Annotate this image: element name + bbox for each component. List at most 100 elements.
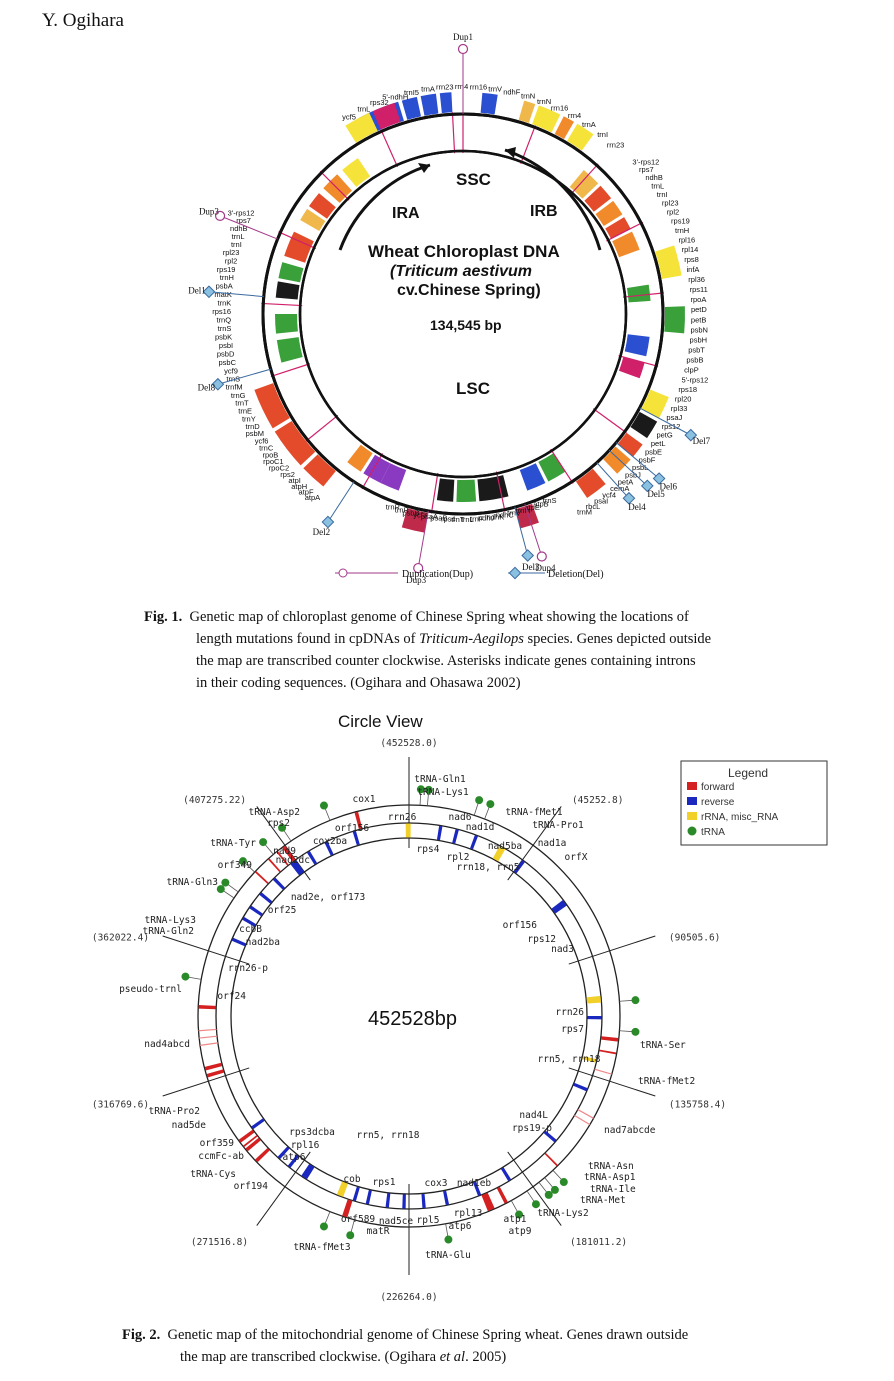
cp-legend-dup: Duplication(Dup) xyxy=(402,569,473,580)
cp-gene-label: ndhJ xyxy=(478,514,495,523)
mt-position-tick xyxy=(162,1067,250,1097)
cp-gene-label: atpH xyxy=(291,482,307,491)
cp-legend: Duplication(Dup) Deletion(Del) xyxy=(335,566,604,580)
cp-gene-label: trnD xyxy=(246,422,261,431)
mt-gene-label: tRNA-Ile xyxy=(590,1184,636,1195)
cp-gene-label: atpF xyxy=(299,487,314,496)
mt-trna-dot xyxy=(238,857,247,866)
cp-del-marker xyxy=(321,515,335,529)
mt-gene-label: ccmFc-ab xyxy=(198,1151,244,1162)
cp-dup-marker xyxy=(457,43,469,55)
irb-label: IRB xyxy=(530,203,558,220)
mt-legend-trna: tRNA xyxy=(701,827,725,838)
mt-gene-mark xyxy=(204,1062,223,1071)
cp-gene-block xyxy=(595,200,623,227)
fig2-caption-line2a: the map are transcribed clockwise. (Ogih… xyxy=(180,1349,440,1365)
cp-gene-block xyxy=(641,389,669,419)
cp-center-size: 134,545 bp xyxy=(430,317,502,333)
mt-trna-leader xyxy=(349,1219,355,1236)
cp-gene-label: trnL xyxy=(357,105,370,114)
mt-trna-dot xyxy=(319,1222,328,1231)
cp-center-cultivar: cv.Chinese Spring) xyxy=(397,282,541,299)
cp-gene-block xyxy=(624,334,650,357)
mt-gene-label: matR xyxy=(367,1226,390,1237)
cp-gene-label: ndhF xyxy=(503,87,521,96)
mt-position-tick xyxy=(507,806,562,881)
cp-gene-block xyxy=(655,245,682,280)
mt-gene-label: ccbB xyxy=(239,924,262,935)
mt-gene-mark xyxy=(577,1109,594,1119)
cp-gene-label: 3'-rps12 xyxy=(632,157,659,166)
mt-gene-label: tRNA-Pro1 xyxy=(532,820,584,831)
cp-gene-label: atpA xyxy=(305,493,320,502)
cp-gene-label: rpl23 xyxy=(662,199,679,208)
mt-gene-mark xyxy=(342,1199,353,1218)
cp-gene-label: psbC xyxy=(219,358,237,367)
cp-gene-label: rrn4 xyxy=(455,82,468,91)
cp-gene-block xyxy=(618,356,645,379)
cp-trna-tick xyxy=(278,231,317,250)
cp-gene-label: trnY xyxy=(242,414,256,423)
cp-gene-label: trnK xyxy=(218,299,232,308)
mt-trna-leader xyxy=(619,1030,636,1033)
cp-gene-block xyxy=(363,454,391,483)
mt-trna-leader xyxy=(510,1200,520,1215)
cp-gene-block xyxy=(519,463,546,491)
mt-legend-rrna: rRNA, misc_RNA xyxy=(701,812,779,823)
mt-trna-dot xyxy=(424,785,433,794)
fig2-caption-line1: Genetic map of the mitochondrial genome … xyxy=(167,1327,689,1343)
mt-trna-dot xyxy=(531,1200,540,1209)
cp-trna-tick xyxy=(606,221,644,242)
mt-trna-dot xyxy=(486,800,495,809)
mt-gene-label: orf25 xyxy=(268,905,297,916)
cp-del-marker xyxy=(521,549,535,562)
mt-gene-mark xyxy=(582,1056,597,1063)
cp-marker-label: Del1 xyxy=(188,286,206,296)
cp-gene-label: rbcL xyxy=(586,502,601,511)
cp-del-marker xyxy=(211,377,225,391)
cp-gene-label: rpl14 xyxy=(682,245,699,254)
mt-legend-title: Legend xyxy=(728,766,768,780)
mt-trna-dot xyxy=(559,1178,568,1187)
cp-gene-label: psbI xyxy=(219,341,233,350)
cp-gene-label: matK xyxy=(214,290,232,299)
cp-gene-label: trnI5 xyxy=(404,88,419,97)
mt-gene-label: tRNA-Cys xyxy=(190,1169,236,1180)
mt-position-label: (226264.0) xyxy=(380,1292,437,1303)
mt-gene-label: rps1 xyxy=(373,1177,396,1188)
cp-gene-block xyxy=(303,454,336,487)
mt-gene-mark xyxy=(259,892,273,904)
cp-gene-label: rps11 xyxy=(690,285,708,294)
mt-position-ticks: (452528.0)(45252.8)(90505.6)(135758.4)(1… xyxy=(92,738,726,1303)
cp-gene-label: rpl2 xyxy=(667,208,680,217)
cp-gene-label: petG xyxy=(656,431,672,440)
cp-gene-block xyxy=(308,193,336,219)
mt-gene-label: rpl16 xyxy=(291,1140,320,1151)
cp-gene-block xyxy=(436,478,455,502)
cp-gene-block xyxy=(538,453,566,482)
cp-gene-label: trnH xyxy=(675,226,689,235)
cp-gene-block xyxy=(284,231,314,263)
mt-gene-label: nad3 xyxy=(551,944,574,955)
cp-gene-label: rps4 xyxy=(441,514,456,523)
mt-gene-label: orf156 xyxy=(503,920,538,931)
cp-gene-label: rpl33 xyxy=(671,404,688,413)
cp-gene-label: rpl20 xyxy=(675,394,692,403)
mt-position-label: (90505.6) xyxy=(669,932,720,943)
cp-gene-block xyxy=(342,158,371,187)
mt-gene-mark xyxy=(255,871,269,885)
mt-gene-label: cob xyxy=(343,1174,360,1185)
mt-trna-leader xyxy=(544,1177,556,1191)
cp-gene-label: rpoC2 xyxy=(269,464,289,473)
cp-gene-label: ndhK xyxy=(487,512,505,521)
cp-gene-label: psaJ xyxy=(666,413,682,422)
lsc-label: LSC xyxy=(456,379,490,398)
cp-trna-tick xyxy=(261,302,303,307)
mt-gene-mark xyxy=(470,835,478,850)
cp-gene-label: trnN xyxy=(537,97,551,106)
cp-del-marker xyxy=(640,479,654,493)
mt-gene-label: nad5ba xyxy=(488,841,522,852)
cp-marker-label: Del3 xyxy=(522,562,540,572)
cp-gene-block xyxy=(664,306,685,334)
cp-gene-label: trnE xyxy=(238,407,252,416)
